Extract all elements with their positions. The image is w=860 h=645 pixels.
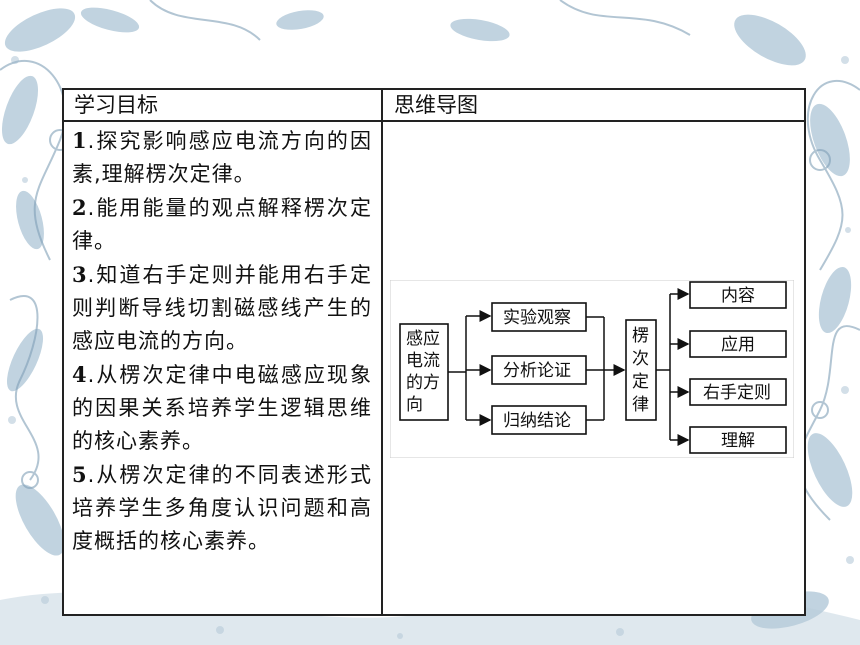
aspect-understanding: 理解 <box>721 431 755 451</box>
goal-item-4: 4.从楞次定律中电磁感应现象的因果关系培养学生逻辑思维的核心素养。 <box>72 358 372 458</box>
law-char-2: 次 <box>632 349 649 369</box>
method-analysis: 分析论证 <box>503 361 571 381</box>
method-connectors <box>586 316 626 421</box>
law-connectors <box>656 288 690 446</box>
goal-item-1: 1.探究影响感应电流方向的因素,理解楞次定律。 <box>72 124 372 191</box>
root-line-1: 感应 <box>406 329 440 349</box>
law-char-4: 律 <box>632 395 649 415</box>
goal-number: 3 <box>72 262 88 287</box>
goal-number: 1 <box>72 128 88 153</box>
root-connectors <box>448 310 492 426</box>
law-char-3: 定 <box>632 372 649 392</box>
aspect-content: 内容 <box>721 286 755 306</box>
learning-goals-list: 1.探究影响感应电流方向的因素,理解楞次定律。 2.能用能量的观点解释楞次定律。… <box>72 124 372 558</box>
goal-number: 2 <box>72 195 88 220</box>
aspect-node-box <box>689 281 787 309</box>
goal-item-5: 5.从楞次定律的不同表述形式培养学生多角度认识问题和高度概括的核心素养。 <box>72 458 372 558</box>
root-line-4: 向 <box>406 395 423 415</box>
aspect-node-box <box>689 330 787 358</box>
goal-item-2: 2.能用能量的观点解释楞次定律。 <box>72 191 372 258</box>
goal-text: .从楞次定律的不同表述形式培养学生多角度认识问题和高度概括的核心素养。 <box>72 463 372 553</box>
aspect-node-box <box>689 378 787 406</box>
header-divider <box>64 120 804 122</box>
aspect-right-hand-rule: 右手定则 <box>703 383 771 403</box>
root-node-box <box>399 323 449 421</box>
goal-number: 5 <box>72 462 88 487</box>
method-conclusion: 归纳结论 <box>503 411 571 431</box>
mind-map-diagram: 感应 电流 的方 向 实验观察 分析论证 归纳结论 <box>390 280 794 458</box>
header-mind-map: 思维导图 <box>394 93 478 117</box>
root-line-2: 电流 <box>406 351 440 371</box>
goal-text: .从楞次定律中电磁感应现象的因果关系培养学生逻辑思维的核心素养。 <box>72 363 372 453</box>
goal-text: .探究影响感应电流方向的因素,理解楞次定律。 <box>72 129 372 186</box>
law-char-1: 楞 <box>632 326 649 346</box>
goal-item-3: 3.知道右手定则并能用右手定则判断导线切割磁感线产生的感应电流的方向。 <box>72 258 372 358</box>
aspect-application: 应用 <box>721 335 755 355</box>
aspect-node-box <box>689 426 787 454</box>
goal-text: .知道右手定则并能用右手定则判断导线切割磁感线产生的感应电流的方向。 <box>72 263 372 353</box>
method-node-box <box>491 405 587 435</box>
header-learning-goals: 学习目标 <box>74 93 158 117</box>
column-divider <box>381 90 383 614</box>
method-experiment: 实验观察 <box>503 308 571 328</box>
method-node-box <box>491 355 587 385</box>
goal-text: .能用能量的观点解释楞次定律。 <box>72 196 372 253</box>
goal-number: 4 <box>72 362 88 387</box>
law-node-box <box>625 319 657 421</box>
objectives-table: 学习目标 思维导图 1.探究影响感应电流方向的因素,理解楞次定律。 2.能用能量… <box>62 88 806 616</box>
root-line-3: 的方 <box>406 373 440 393</box>
